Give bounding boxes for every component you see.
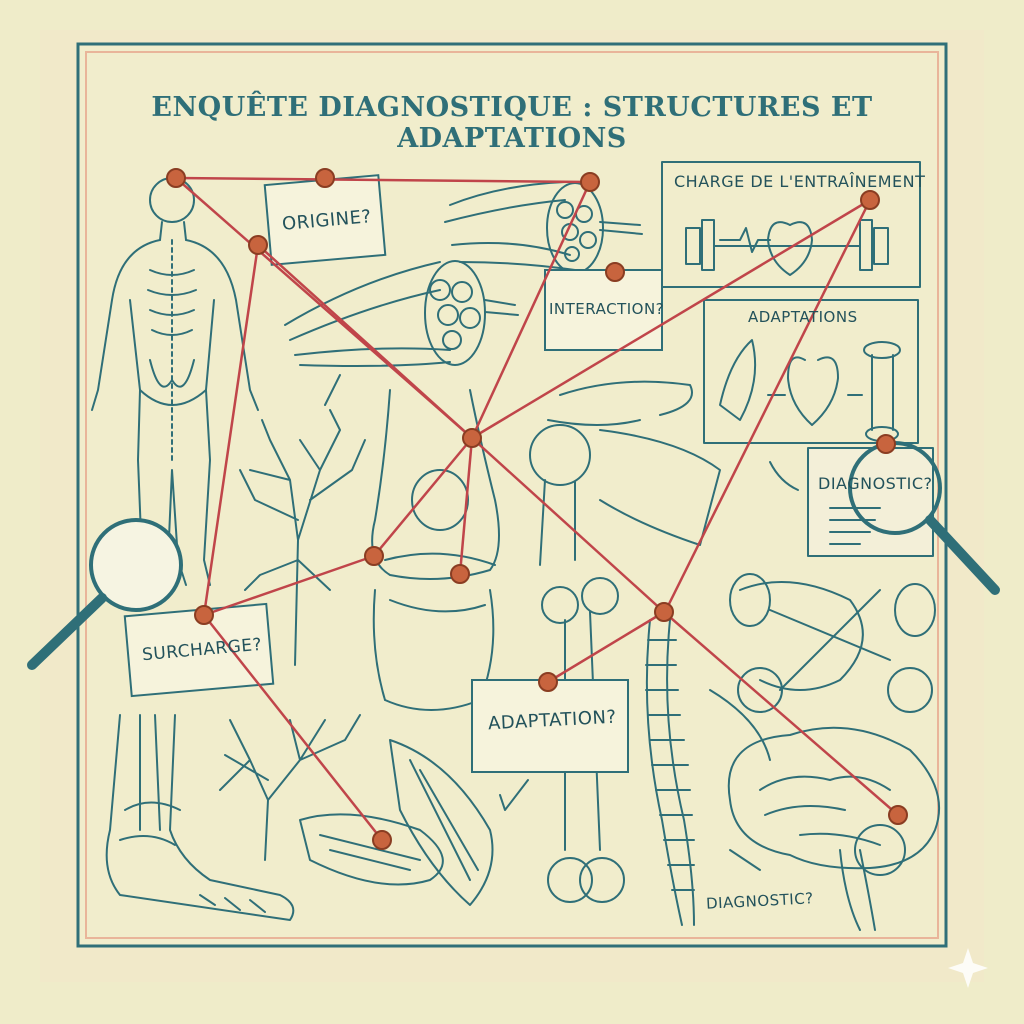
pin bbox=[166, 168, 186, 188]
pin bbox=[372, 830, 392, 850]
pointer-stroke-diagnostic bbox=[729, 849, 761, 871]
note-interaction: INTERACTION? bbox=[549, 300, 665, 318]
magnifier-left-icon bbox=[27, 518, 183, 670]
bone-cluster bbox=[729, 573, 936, 713]
pin bbox=[888, 805, 908, 825]
pins bbox=[166, 168, 908, 850]
nerve-tree bbox=[239, 409, 366, 666]
foot-ankle bbox=[105, 714, 295, 921]
pin bbox=[580, 172, 600, 192]
pointer-arrow bbox=[499, 779, 529, 811]
pointer-stroke bbox=[324, 374, 341, 406]
note-adaptations: ADAPTATIONS bbox=[748, 308, 858, 326]
note-diagnostic-card: DIAGNOSTIC? bbox=[818, 474, 933, 493]
pin bbox=[450, 564, 470, 584]
pin bbox=[605, 262, 625, 282]
pin bbox=[876, 434, 896, 454]
pin bbox=[364, 546, 384, 566]
pointer-stroke-brain bbox=[709, 689, 771, 761]
training-load-panel bbox=[661, 161, 921, 288]
pin bbox=[538, 672, 558, 692]
pin bbox=[248, 235, 268, 255]
spine-column bbox=[645, 619, 695, 926]
pin bbox=[654, 602, 674, 622]
board-title: ENQUÊTE DIAGNOSTIQUE : STRUCTURES ET ADA… bbox=[151, 92, 873, 154]
adaptations-panel bbox=[703, 299, 919, 491]
pin bbox=[315, 168, 335, 188]
note-charge: CHARGE DE L'ENTRAÎNEMENT bbox=[674, 172, 926, 191]
lower-muscles bbox=[299, 739, 494, 906]
knee-joint bbox=[371, 389, 500, 711]
diagnostic-card bbox=[807, 447, 934, 557]
pin bbox=[860, 190, 880, 210]
shoulder-joint bbox=[529, 380, 721, 566]
pin bbox=[194, 605, 214, 625]
string-connections bbox=[175, 176, 899, 841]
brain-illustration bbox=[727, 726, 941, 931]
lower-nerve-tree bbox=[219, 714, 361, 861]
sparkle-icon bbox=[948, 948, 988, 988]
pin bbox=[462, 428, 482, 448]
muscle-bundle-middle bbox=[284, 260, 519, 367]
